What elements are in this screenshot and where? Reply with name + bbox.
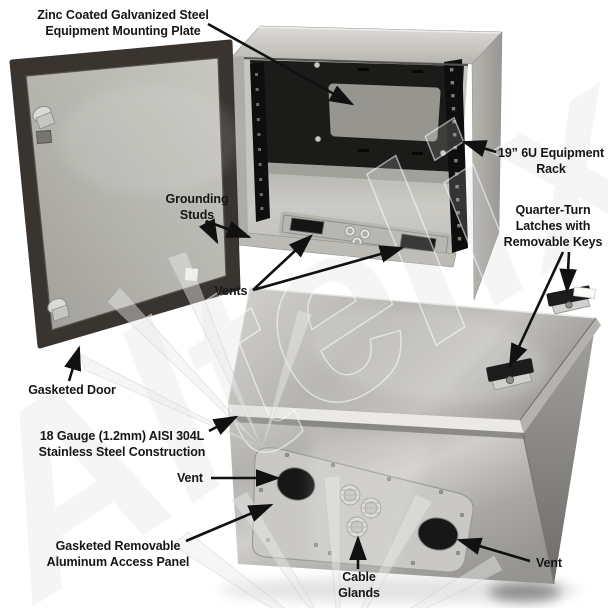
label-cable-glands: Cable Glands bbox=[338, 570, 380, 600]
annotation-arrows bbox=[64, 22, 577, 569]
arrow-mounting-plate bbox=[207, 22, 355, 106]
arrow-access-panel bbox=[185, 503, 274, 543]
door-latch-top bbox=[32, 105, 56, 145]
arrow-grounding-stud-2 bbox=[205, 219, 252, 239]
door-label-sticker bbox=[184, 267, 199, 282]
arrow-latch-rear bbox=[559, 251, 577, 294]
door-latch-bottom bbox=[47, 298, 70, 322]
label-mounting-plate: Zinc Coated Galvanized Steel Equipment M… bbox=[37, 8, 209, 38]
label-equipment-rack: 19” 6U Equipment Rack bbox=[497, 146, 605, 176]
arrow-grounding-stud-1 bbox=[198, 218, 219, 245]
label-vents-interior: Vents bbox=[214, 284, 248, 298]
label-construction: 18 Gauge (1.2mm) AISI 304L Stainless Ste… bbox=[38, 429, 206, 459]
arrow-construction bbox=[208, 415, 239, 436]
label-latches: Quarter-Turn Latches with Removable Keys bbox=[503, 203, 603, 249]
rack-rail-left bbox=[250, 62, 270, 222]
open-enclosure bbox=[231, 25, 503, 301]
open-door bbox=[9, 39, 241, 349]
watermark-rays bbox=[79, 251, 503, 608]
closed-enclosure bbox=[220, 285, 601, 603]
arrow-vent-interior-right bbox=[252, 245, 405, 292]
arrow-equipment-rack bbox=[461, 140, 497, 158]
enclosure-interior bbox=[239, 57, 469, 258]
label-vent-right: Vent bbox=[536, 556, 562, 570]
label-vent-left: Vent bbox=[177, 471, 203, 485]
arrow-vent-interior-left bbox=[252, 234, 313, 291]
arrow-vent-right bbox=[456, 537, 531, 563]
label-grounding-studs: Grounding Studs bbox=[165, 192, 229, 222]
panel-vent-right bbox=[417, 517, 459, 551]
interior-vent-left bbox=[289, 217, 325, 235]
arrow-latch-front bbox=[508, 251, 565, 369]
rack-rail-right bbox=[444, 59, 468, 253]
arrow-gasketed-door bbox=[64, 345, 82, 382]
label-access-panel: Gasketed Removable Aluminum Access Panel bbox=[46, 539, 190, 569]
label-gasketed-door: Gasketed Door bbox=[28, 383, 116, 397]
